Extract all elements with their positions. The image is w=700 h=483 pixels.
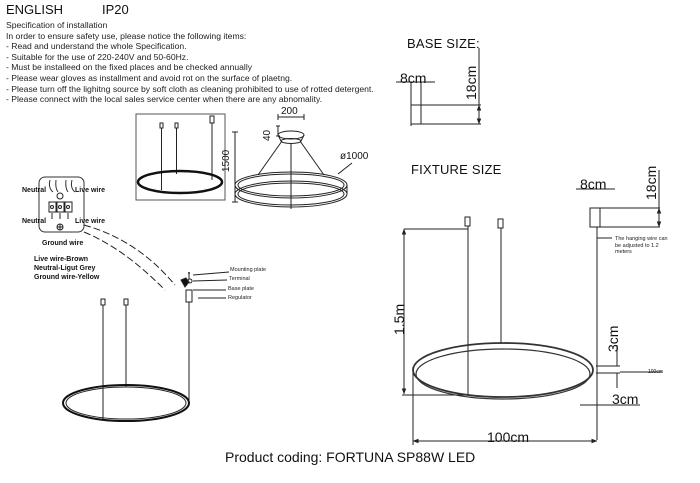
live-wire-label-mid: Live wire — [75, 218, 105, 225]
neutral-label-top: Neutral — [22, 187, 47, 194]
callout-base-plate: Base plate — [228, 286, 254, 292]
fixture-base-width-dimension: 8cm — [580, 176, 607, 192]
base-height-dimension: 18cm — [463, 65, 479, 100]
specification-item: - Please connect with the local sales se… — [6, 94, 323, 105]
top-width-dimension: 200 — [281, 106, 298, 117]
specification-item: - Read and understand the whole Specific… — [6, 41, 187, 52]
specification-item: - Must be installeed on the fixed places… — [6, 62, 253, 73]
wire-note-line: meters — [615, 249, 632, 255]
product-coding: Product coding: FORTUNA SP88W LED — [225, 449, 476, 465]
ring-depth-dimension: 3cm — [612, 391, 639, 407]
wire-color-legend: Live wire-Brown Neutral-Ligut Grey Groun… — [34, 255, 99, 282]
fixture-base-height-dimension: 18cm — [643, 165, 659, 200]
wire-note-line: be adjusted to 1.2 — [615, 242, 659, 249]
ring-note: 100cm — [648, 369, 664, 375]
neutral-label-mid: Neutral — [22, 218, 47, 225]
legend-live: Live wire-Brown — [34, 256, 89, 263]
base-size-title: BASE SIZE: — [407, 36, 480, 51]
drop-height-dimension: 1500 — [221, 149, 232, 172]
specification-item: - Please turn off the lighitng source by… — [6, 83, 374, 94]
callout-regulator: Regulator — [228, 295, 252, 301]
ring-height-dimension: 3cm — [605, 325, 621, 352]
specification-item: - Please wear gloves as installment and … — [6, 72, 293, 83]
callout-terminal: Terminal — [229, 276, 250, 282]
ground-wire-label: Ground wire — [42, 240, 84, 247]
specification-title: Specification of installation — [6, 20, 108, 30]
diameter-dimension: ø1000 — [340, 151, 369, 162]
specification-item: - Suitable for the use of 220-240V and 5… — [6, 51, 189, 62]
drop-length-dimension: 1.5m — [391, 303, 407, 335]
callout-mounting-plate: Mounting plate — [230, 267, 267, 273]
specification-intro: In order to ensure safety use, please no… — [6, 30, 247, 41]
specification-block: Specification of installation In order t… — [6, 20, 386, 105]
diameter-100cm-dimension: 100cm — [487, 429, 530, 445]
language-label: ENGLISH — [6, 2, 64, 17]
hanging-wire-note: The hanging wire can be adjusted to 1.2 … — [615, 236, 668, 256]
legend-neutral: Neutral-Ligut Grey — [34, 265, 96, 272]
ip-rating-label: IP20 — [102, 2, 129, 17]
legend-ground: Ground wire-Yellow — [34, 274, 100, 281]
live-wire-label-top: Live wire — [75, 187, 105, 194]
terminal-block-icon — [38, 176, 85, 233]
wire-note-line: The hanging wire can — [615, 236, 668, 242]
fixture-size-title: FIXTURE SIZE — [411, 162, 502, 177]
base-width-dimension: 8cm — [400, 70, 427, 86]
canopy-height-dimension: 40 — [262, 129, 273, 141]
